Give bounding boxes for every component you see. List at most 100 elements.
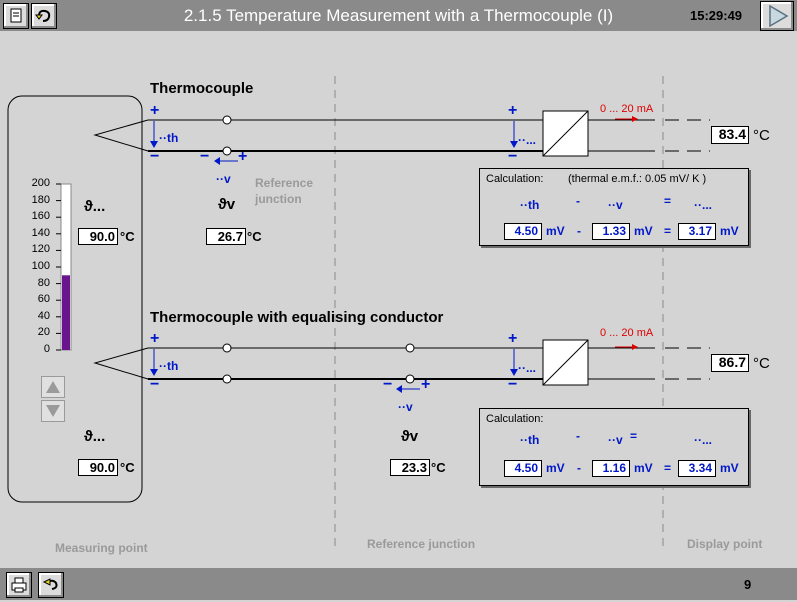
- calc-value: 4.50: [504, 460, 542, 477]
- undo-icon[interactable]: [31, 3, 57, 29]
- calc-operator: -: [576, 194, 580, 208]
- zone-label-display: Display point: [687, 537, 763, 551]
- calc-unit: mV: [546, 224, 565, 238]
- reference-temperature-value: 26.7: [206, 228, 246, 245]
- calculation-panel-2: Calculation: ··th - ··v = ··... 4.50 mV …: [479, 408, 749, 486]
- plus-sign: +: [150, 102, 160, 119]
- plus-sign: +: [150, 330, 160, 347]
- thermometer-tube: [56, 183, 72, 351]
- tick-label: 140: [31, 226, 50, 239]
- calc-title: Calculation:: [486, 173, 544, 185]
- display-unit: °C: [753, 355, 770, 372]
- minus-sign: −: [383, 376, 393, 393]
- calculation-panel-1: Calculation: (thermal e.m.f.: 0.05 mV/ K…: [479, 168, 749, 246]
- calc-value: 4.50: [504, 223, 542, 240]
- decrease-temperature-button[interactable]: [41, 400, 65, 422]
- tick-label: 20: [37, 326, 50, 339]
- plus-sign: +: [238, 148, 248, 165]
- calc-unit: mV: [720, 461, 739, 475]
- display-value: 83.4: [711, 126, 749, 144]
- clock: 15:29:49: [690, 8, 743, 23]
- tick-label: 40: [37, 309, 50, 322]
- increase-temperature-button[interactable]: [41, 376, 65, 398]
- minus-sign: −: [508, 148, 518, 165]
- minus-sign: −: [150, 148, 160, 165]
- minus-sign: −: [150, 376, 160, 393]
- title-bar: 2.1.5 Temperature Measurement with a The…: [0, 0, 797, 31]
- output-label: ··...: [518, 133, 536, 147]
- calc-operator: =: [630, 429, 638, 443]
- unit-celsius: °C: [431, 460, 446, 475]
- calc-operator: -: [576, 429, 580, 443]
- minus-sign: −: [508, 376, 518, 393]
- tick-label: 0: [43, 343, 50, 355]
- calc-unit: mV: [634, 461, 653, 475]
- zone-label-reference: Reference junction: [367, 537, 476, 551]
- calc-symbol: ··v: [608, 433, 623, 447]
- current-range: 0 ... 20 mA: [600, 327, 654, 339]
- calc-symbol: ··th: [520, 433, 540, 447]
- calc-title: Calculation:: [486, 413, 544, 425]
- current-range: 0 ... 20 mA: [600, 103, 654, 115]
- calc-operator: =: [664, 224, 672, 238]
- reference-text: Reference: [255, 176, 314, 190]
- tick-label: 60: [37, 293, 50, 306]
- triangle-up-icon: [46, 381, 60, 393]
- calc-symbol: ··th: [520, 198, 540, 212]
- theta-reference-label: ϑv: [218, 196, 236, 213]
- plus-sign: +: [508, 330, 518, 347]
- tick-label: 100: [31, 260, 50, 272]
- calc-value: 1.33: [592, 223, 630, 240]
- tick-label: 160: [31, 210, 50, 223]
- plus-sign: +: [421, 376, 431, 393]
- theta-measuring-label: ϑ...: [84, 198, 106, 215]
- emf-label: ··th: [159, 131, 179, 145]
- calc-value: 3.34: [678, 460, 716, 477]
- section2-heading: Thermocouple with equalising conductor: [150, 309, 444, 326]
- calc-operator: -: [577, 461, 581, 475]
- triangle-down-icon: [46, 405, 60, 417]
- theta-measuring-label: ϑ...: [84, 428, 106, 445]
- emf-label: ··th: [159, 359, 179, 373]
- tick-label: 200: [31, 177, 50, 189]
- calc-unit: mV: [634, 224, 653, 238]
- thermometer-scale: 200 180 160 140 120 100 80 60 40 20 0: [20, 177, 60, 357]
- printer-icon[interactable]: [6, 572, 32, 598]
- calc-value: 3.17: [678, 223, 716, 240]
- tick-label: 120: [31, 243, 50, 256]
- tick-label: 180: [31, 193, 50, 206]
- junction-text: junction: [255, 192, 302, 206]
- plus-sign: +: [508, 102, 518, 119]
- return-icon[interactable]: [38, 572, 64, 598]
- uv-label: ··v: [398, 400, 413, 414]
- unit-celsius: °C: [247, 229, 262, 244]
- document-icon[interactable]: [3, 3, 29, 29]
- calc-operator: =: [664, 194, 672, 208]
- next-arrow-icon[interactable]: [760, 1, 794, 31]
- display-unit: °C: [753, 127, 770, 144]
- unit-celsius: °C: [120, 229, 135, 244]
- circuit-diagram: [7, 76, 710, 551]
- calc-operator: =: [664, 461, 672, 475]
- calc-symbol: ··...: [694, 433, 712, 447]
- section1-heading: Thermocouple: [150, 80, 254, 97]
- calc-symbol: ··v: [608, 198, 623, 212]
- unit-celsius: °C: [120, 460, 135, 475]
- measuring-temperature-value: 90.0: [78, 459, 118, 476]
- theta-reference-label: ϑv: [401, 428, 419, 445]
- thermometer-fill: [62, 275, 70, 350]
- calc-unit: mV: [546, 461, 565, 475]
- calc-value: 1.16: [592, 460, 630, 477]
- calc-note: (thermal e.m.f.: 0.05 mV/ K ): [568, 173, 707, 185]
- calc-operator: -: [577, 224, 581, 238]
- calc-unit: mV: [720, 224, 739, 238]
- bottom-bar: 9: [0, 568, 797, 600]
- tick-label: 80: [37, 276, 50, 289]
- output-label: ··...: [518, 361, 536, 375]
- calc-symbol: ··...: [694, 198, 712, 212]
- page-number: 9: [744, 577, 752, 592]
- minus-sign: −: [200, 148, 210, 165]
- window-title: 2.1.5 Temperature Measurement with a The…: [183, 6, 614, 25]
- zone-label-measuring: Measuring point: [55, 541, 148, 555]
- reference-temperature-value: 23.3: [390, 459, 430, 476]
